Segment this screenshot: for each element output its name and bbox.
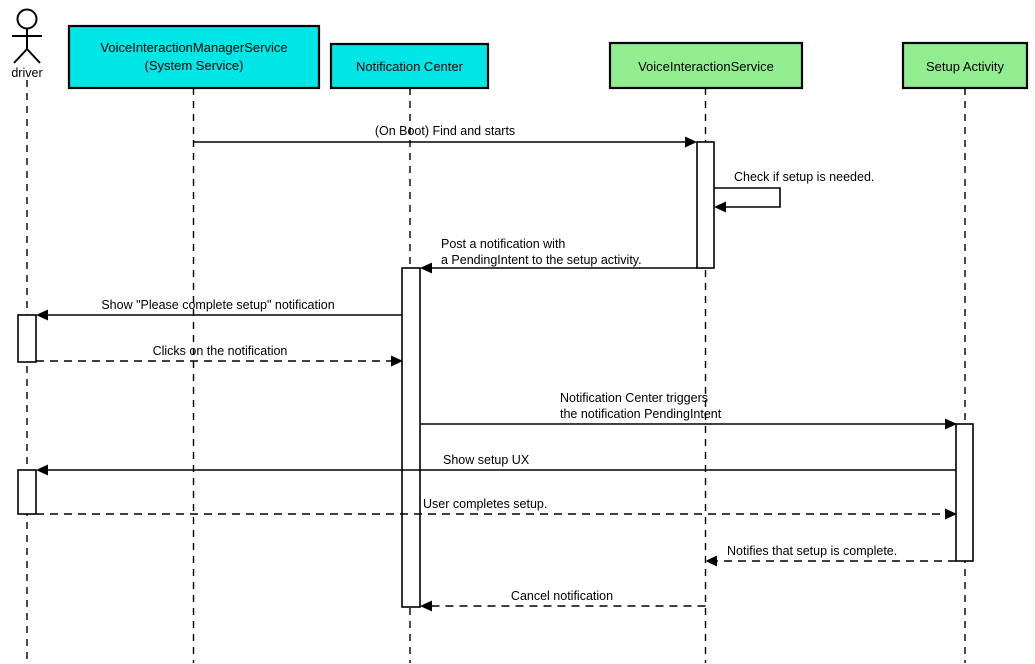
activation-bars: [17, 141, 974, 608]
message-label-line2: a PendingIntent to the setup activity.: [441, 253, 642, 267]
message-cancel-notification: Cancel notification: [420, 589, 706, 612]
participant-rect: [67, 24, 321, 90]
message-label: User completes setup.: [423, 497, 547, 511]
message-label: Clicks on the notification: [153, 344, 288, 358]
participant-box-setup-activity: Setup Activity: [901, 41, 1029, 90]
person-leg-right: [26, 48, 41, 64]
participant-rect: [608, 41, 804, 90]
activation-bar-setup-activity: [955, 423, 974, 562]
message-label: (On Boot) Find and starts: [375, 124, 515, 138]
arrowhead-left-icon: [36, 464, 48, 476]
message-on-boot-find-and-starts: (On Boot) Find and starts: [193, 124, 697, 148]
message-label-line1: Post a notification with: [441, 237, 565, 251]
actor-driver: driver: [11, 8, 43, 80]
participant-box-voice-interaction-manager-service: VoiceInteractionManagerService (System S…: [67, 24, 321, 90]
message-label: Cancel notification: [511, 589, 613, 603]
arrowhead-left-icon: [420, 262, 432, 274]
arrowhead-right-icon: [945, 508, 957, 520]
message-label: Show "Please complete setup" notificatio…: [101, 298, 334, 312]
participant-label-line1: VoiceInteractionManagerService: [100, 40, 287, 55]
message-label: Notifies that setup is complete.: [727, 544, 897, 558]
participant-label-line2: (System Service): [145, 58, 244, 73]
arrowhead-left-icon: [714, 201, 726, 213]
message-post-notification: Post a notification with a PendingIntent…: [420, 237, 697, 274]
participant-label: Notification Center: [356, 59, 464, 74]
arrowhead-left-icon: [705, 555, 717, 567]
arrowhead-right-icon: [685, 136, 697, 148]
participant-rect: [901, 41, 1029, 90]
message-clicks-on-notification: Clicks on the notification: [36, 344, 403, 367]
participant-label: Setup Activity: [926, 59, 1005, 74]
arrowhead-right-icon: [945, 418, 957, 430]
message-label: Show setup UX: [443, 453, 530, 467]
person-leg-left: [13, 48, 28, 64]
participant-box-notification-center: Notification Center: [329, 42, 490, 90]
self-message-line: [714, 187, 781, 208]
person-icon: [12, 8, 42, 64]
message-show-setup-notification: Show "Please complete setup" notificatio…: [36, 298, 402, 321]
message-user-completes-setup: User completes setup.: [36, 497, 957, 520]
participant-label: VoiceInteractionService: [638, 59, 774, 74]
arrowhead-right-icon: [391, 355, 403, 367]
activation-bar-driver-1: [17, 314, 37, 363]
message-label-line2: the notification PendingIntent: [560, 407, 722, 421]
participant-box-voice-interaction-service: VoiceInteractionService: [608, 41, 804, 90]
activation-bar-voice-interaction-service: [696, 141, 715, 269]
activation-bar-driver-2: [17, 469, 37, 515]
arrowhead-left-icon: [36, 309, 48, 321]
lifelines: [26, 80, 966, 663]
message-notifies-setup-complete: Notifies that setup is complete.: [705, 544, 956, 567]
arrowhead-left-icon: [420, 600, 432, 612]
person-head: [16, 8, 38, 30]
message-label: Check if setup is needed.: [734, 170, 874, 184]
message-label-line1: Notification Center triggers: [560, 391, 708, 405]
message-check-if-setup-is-needed: Check if setup is needed.: [714, 170, 874, 213]
actor-label: driver: [11, 66, 42, 80]
message-triggers-pendingintent: Notification Center triggers the notific…: [420, 391, 957, 430]
message-show-setup-ux: Show setup UX: [36, 453, 956, 476]
activation-bar-notification-center: [401, 267, 421, 608]
participant-rect: [329, 42, 490, 90]
